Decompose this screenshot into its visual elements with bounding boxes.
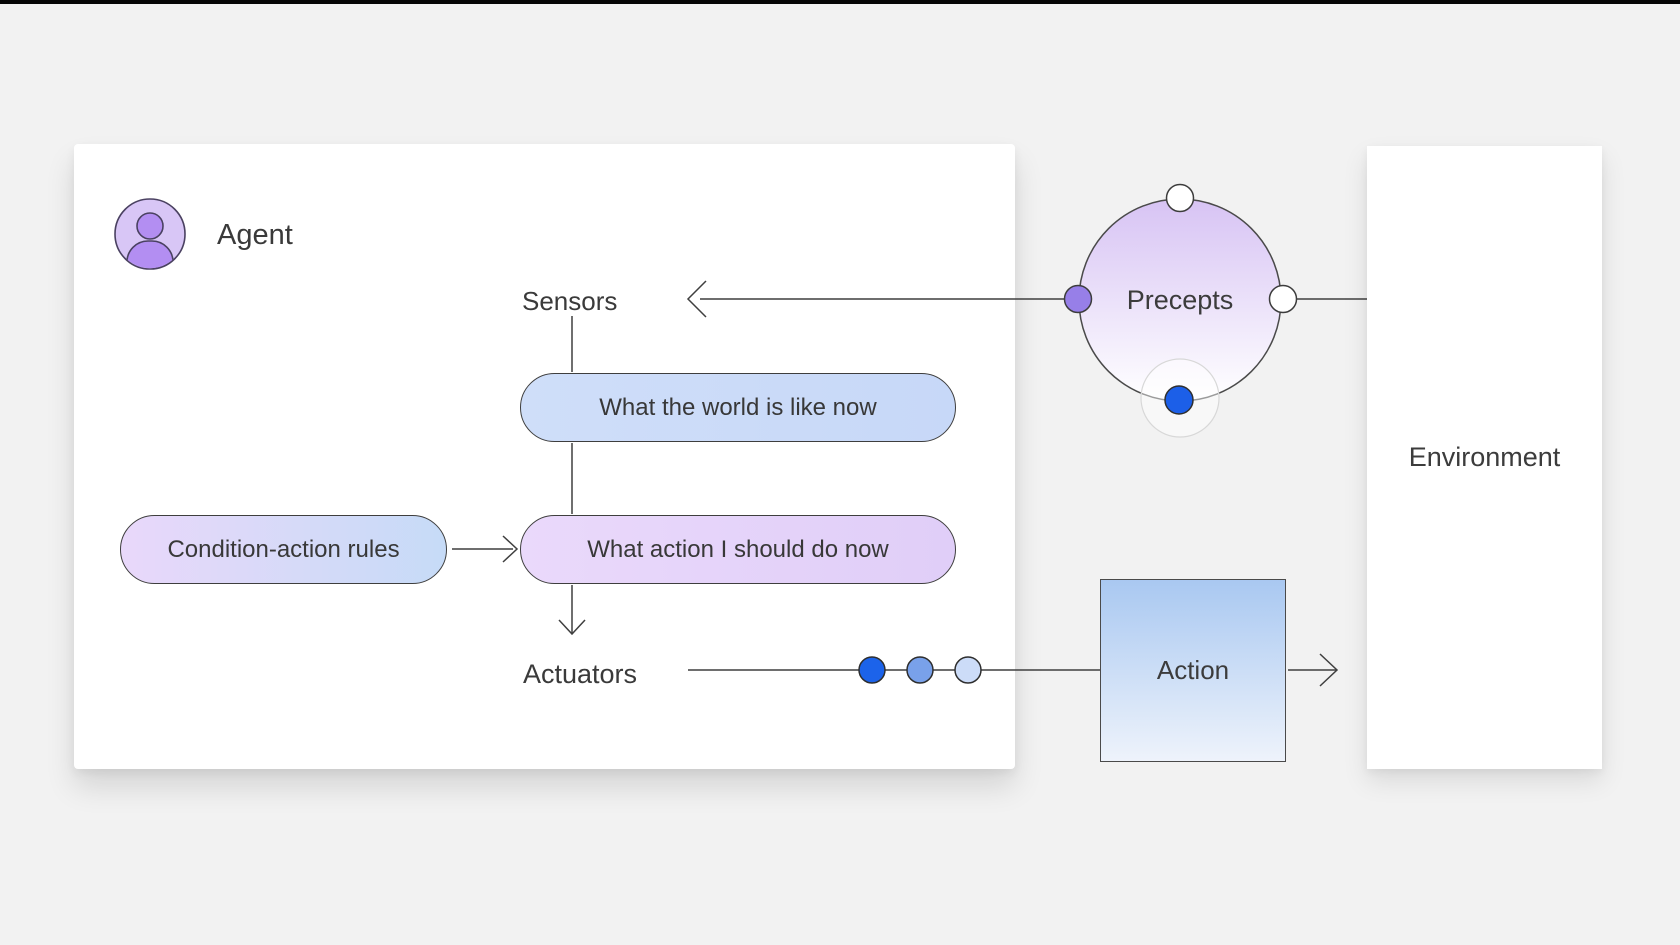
agent-avatar [114, 198, 186, 270]
screen-top-edge [0, 0, 1680, 4]
precepts-node-top [1165, 183, 1195, 213]
actuators-label: Actuators [523, 659, 638, 689]
environment-box-label: Environment [1408, 442, 1561, 472]
action-box-label: Action [1156, 655, 1230, 685]
environment-box: Environment [1367, 146, 1602, 769]
world-state-pill: What the world is like now [520, 373, 956, 442]
agent-title: Agent [217, 219, 293, 251]
condition-rules-pill: Condition-action rules [120, 515, 447, 584]
action-decision-pill: What action I should do now [520, 515, 956, 584]
precepts-node-bottom [1164, 385, 1194, 415]
sensors-label: Sensors [522, 286, 618, 316]
action-arrowhead-icon [1319, 653, 1339, 687]
action-box: Action [1100, 579, 1286, 762]
world-state-pill-label: What the world is like now [599, 393, 877, 421]
action-decision-pill-label: What action I should do now [587, 535, 889, 563]
precepts-label: Precepts [1126, 285, 1234, 315]
condition-rules-pill-label: Condition-action rules [167, 535, 400, 563]
agent-card [74, 144, 1015, 769]
precepts-faint-ring [1140, 358, 1220, 438]
